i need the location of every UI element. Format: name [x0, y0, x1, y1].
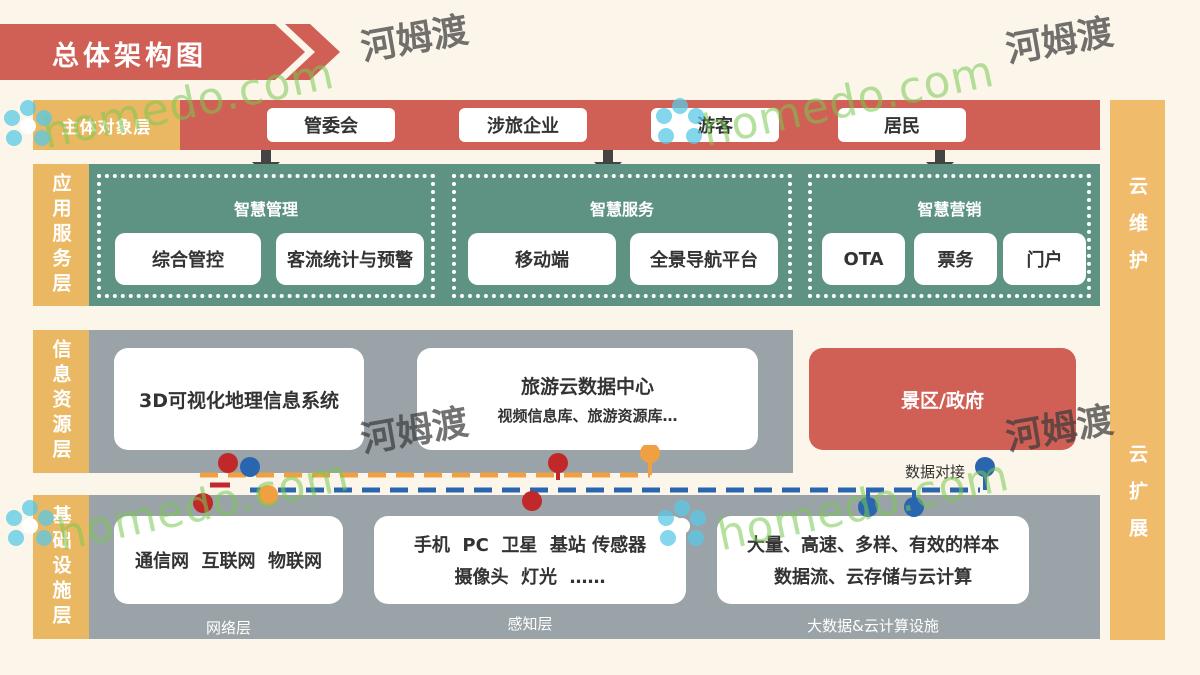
sensing-line-2: 摄像头 灯光 …… — [454, 567, 606, 588]
subject-item-resident: 居民 — [838, 108, 966, 142]
bigdata-layer-caption: 大数据&云计算设施 — [807, 617, 939, 635]
page-title: 总体架构图 — [52, 41, 207, 72]
watermark-cn: 河姆渡 — [357, 9, 472, 70]
tourism-datacenter-card: 旅游云数据中心 视频信息库、旅游资源库… — [417, 348, 758, 450]
app-layer-label: 应用服务层 — [33, 164, 89, 306]
bigdata-line-2: 数据流、云存储与云计算 — [774, 567, 972, 588]
gis-system-card: 3D可视化地理信息系统 — [114, 348, 364, 450]
sensing-card: 手机 PC 卫星 基站 传感器 摄像头 灯光 …… — [374, 516, 686, 604]
group-smart-service: 智慧服务 — [452, 174, 792, 298]
subject-layer-label: 主体对象层 — [33, 100, 180, 150]
app-item-ticketing: 票务 — [914, 233, 997, 285]
app-item-panorama-nav: 全景导航平台 — [630, 233, 778, 285]
app-item-portal: 门户 — [1003, 233, 1086, 285]
network-card: 通信网 互联网 物联网 — [114, 516, 343, 604]
app-item-ota: OTA — [822, 233, 905, 285]
bigdata-card: 大量、高速、多样、有效的样本 数据流、云存储与云计算 — [717, 516, 1029, 604]
watermark-flower-icon — [6, 500, 54, 546]
info-layer-label: 信息资源层 — [33, 330, 89, 473]
app-item-flow-warning: 客流统计与预警 — [276, 233, 424, 285]
watermark-flower-icon — [4, 100, 52, 146]
network-layer-caption: 网络层 — [205, 619, 251, 637]
cloud-side-bar — [1110, 100, 1165, 640]
cloud-expansion-label: 云扩展 — [1126, 444, 1148, 555]
cloud-maintenance-label: 云维护 — [1126, 176, 1148, 287]
group-title: 智慧管理 — [233, 200, 298, 219]
group-title: 智慧营销 — [917, 200, 982, 219]
watermark-flower-icon — [656, 98, 704, 144]
watermark-flower-icon — [658, 500, 706, 546]
sensing-layer-caption: 感知层 — [507, 615, 553, 633]
datacenter-subtitle: 视频信息库、旅游资源库… — [497, 407, 678, 425]
datacenter-title: 旅游云数据中心 — [520, 376, 654, 398]
group-smart-management: 智慧管理 — [97, 174, 435, 298]
subject-item-enterprise: 涉旅企业 — [459, 108, 587, 142]
sensing-line-1: 手机 PC 卫星 基站 传感器 — [413, 535, 647, 556]
title-banner — [0, 24, 340, 80]
subject-item-guanweihui: 管委会 — [267, 108, 395, 142]
data-link-label: 数据对接 — [905, 463, 966, 481]
scenic-government-card: 景区/政府 — [809, 348, 1076, 450]
group-title: 智慧服务 — [589, 200, 654, 219]
data-flow-connectors — [193, 445, 995, 517]
group-smart-marketing: 智慧营销 — [808, 174, 1091, 298]
bigdata-line-1: 大量、高速、多样、有效的样本 — [747, 535, 999, 556]
app-item-mobile: 移动端 — [468, 233, 616, 285]
watermark-cn: 河姆渡 — [1002, 11, 1117, 72]
app-item-integrated-control: 综合管控 — [115, 233, 261, 285]
